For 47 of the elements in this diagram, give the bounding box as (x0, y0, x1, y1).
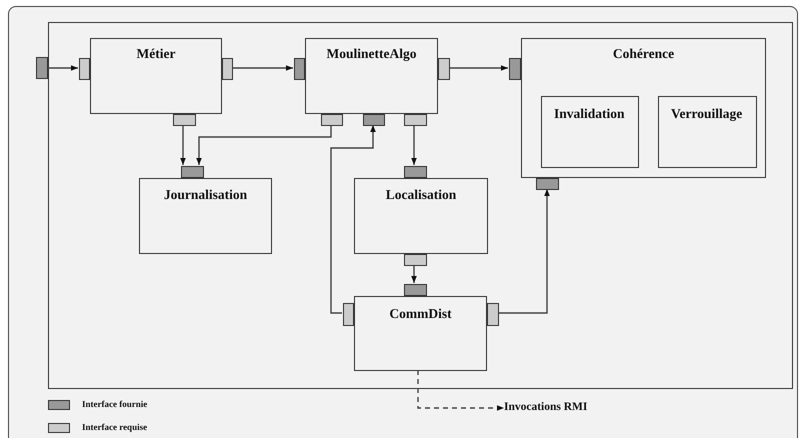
component-title: Journalisation (162, 187, 248, 203)
annotation-text: Invocations RMI (504, 401, 588, 413)
provided-interface-port (404, 166, 427, 178)
component-box (354, 178, 488, 254)
system-frame (48, 22, 793, 389)
legend-label: Interface requise (82, 422, 148, 432)
required-interface-port (487, 303, 499, 326)
provided-interface-port (181, 166, 204, 178)
provided-interface-port (36, 57, 48, 79)
component-title: Verrouillage (671, 106, 744, 122)
subcomponent-box (541, 96, 639, 168)
arrow (411, 125, 417, 165)
provided-interface-port (363, 114, 385, 126)
provided-interface-port (536, 178, 559, 190)
component-box (354, 296, 487, 371)
required-interface-port (343, 303, 354, 326)
component-box (90, 38, 222, 114)
provided-interface-port (509, 58, 521, 80)
component-title: MoulinetteAlgo (326, 46, 418, 62)
provided-interface-port (404, 284, 427, 296)
arrow (330, 125, 376, 314)
required-interface-port (438, 58, 450, 80)
required-interface-port (79, 58, 90, 80)
required-interface-port (321, 114, 343, 126)
component-title: Métier (136, 46, 176, 62)
arrow (48, 65, 78, 71)
component-box (521, 38, 766, 178)
component-box (305, 38, 438, 114)
component-title: Cohérence (612, 46, 676, 62)
required-interface-port (404, 254, 427, 266)
arrow (196, 125, 332, 165)
arrow (180, 125, 186, 165)
required-interface-port (404, 114, 427, 126)
legend-label: Interface fournie (82, 399, 148, 409)
dashed-arrow (417, 370, 504, 411)
arrow (411, 265, 417, 283)
arrow (449, 65, 508, 71)
required-interface-port (222, 58, 233, 80)
component-title: Localisation (384, 187, 458, 203)
subcomponent-box (658, 96, 757, 168)
component-title: Invalidation (554, 106, 626, 122)
arrow (498, 189, 550, 314)
component-box (139, 178, 272, 254)
component-title: CommDist (388, 306, 453, 322)
required-interface-port (173, 114, 196, 126)
arrow (232, 65, 293, 71)
provided-interface-port (294, 58, 305, 80)
